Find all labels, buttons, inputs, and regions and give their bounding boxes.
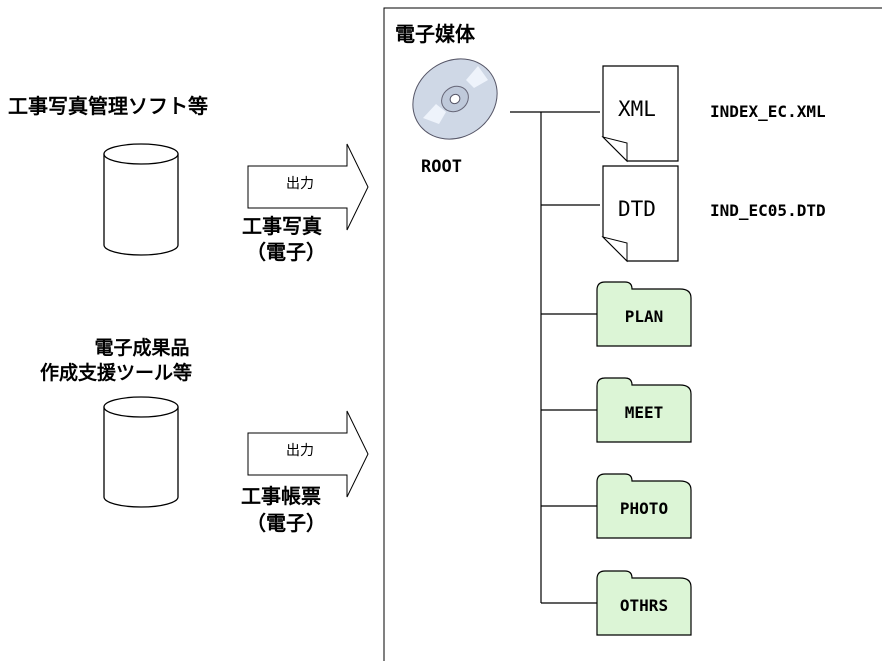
root-label: ROOT <box>421 157 462 177</box>
folder-icon-photo <box>596 473 692 539</box>
arrow2-label: 出力 <box>286 443 314 459</box>
media-box <box>383 7 882 661</box>
folder-label-othrs: OTHRS <box>619 596 669 615</box>
arrow1-caption-line2: （電子） <box>246 240 326 264</box>
file-fold-dtd <box>601 236 628 263</box>
database-icon-photo-software <box>103 143 179 256</box>
folder-icon-othrs <box>596 570 692 636</box>
output-arrow-ledger <box>247 410 369 498</box>
folder-icon-plan <box>596 281 692 347</box>
arrow2-caption-line1: 工事帳票 <box>241 484 321 508</box>
file-icon-xml <box>602 65 679 162</box>
source1-title: 工事写真管理ソフト等 <box>8 94 208 118</box>
file-fold-xml <box>601 136 628 163</box>
arrow1-label: 出力 <box>286 176 314 192</box>
media-title: 電子媒体 <box>395 22 475 46</box>
cd-disc-icon <box>412 58 498 140</box>
file-name-dtd: IND_EC05.DTD <box>710 201 826 220</box>
file-icon-dtd <box>602 165 679 262</box>
arrow2-caption-line2: （電子） <box>246 511 326 535</box>
file-type-dtd: DTD <box>618 197 656 221</box>
folder-label-meet: MEET <box>624 403 664 422</box>
output-arrow-photo <box>247 143 369 231</box>
folder-icon-meet <box>596 377 692 443</box>
tree-connectors <box>510 111 600 604</box>
file-type-xml: XML <box>618 97 656 121</box>
database-icon-support-tool <box>103 396 179 508</box>
arrow1-caption-line1: 工事写真 <box>242 214 322 238</box>
source2-title-line1: 電子成果品 <box>94 337 190 359</box>
source2-title-line2: 作成支援ツール等 <box>40 362 193 384</box>
file-name-xml: INDEX_EC.XML <box>710 102 826 121</box>
folder-label-photo: PHOTO <box>619 499 669 518</box>
folder-label-plan: PLAN <box>624 307 664 326</box>
